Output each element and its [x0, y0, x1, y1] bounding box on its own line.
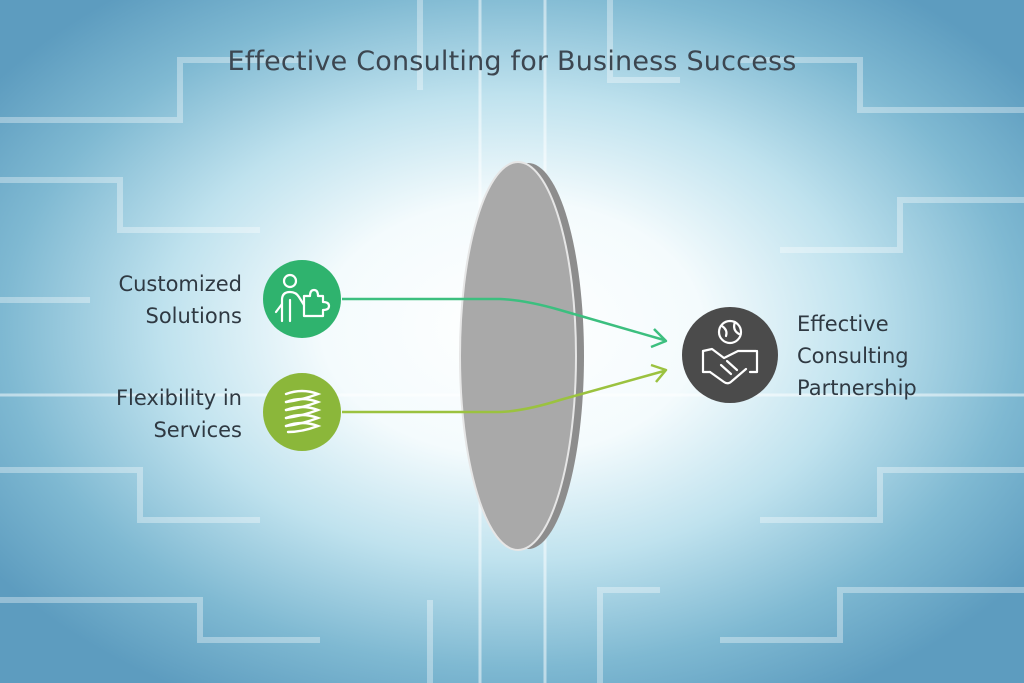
node-flexibility-in-services	[263, 373, 341, 451]
label-customized-solutions: Customized Solutions	[118, 268, 242, 332]
label-line: Consulting	[797, 344, 909, 368]
label-line: Customized	[118, 272, 242, 296]
spring-coil-icon	[284, 389, 322, 434]
diagram-title: Effective Consulting for Business Succes…	[227, 46, 797, 77]
label-flexibility-in-services: Flexibility in Services	[116, 382, 242, 446]
label-line: Services	[153, 418, 242, 442]
node-customized-solutions	[263, 260, 341, 338]
label-line: Partnership	[797, 376, 917, 400]
lens-shape	[459, 161, 584, 551]
label-line: Effective	[797, 312, 889, 336]
arrowhead-lower	[650, 363, 668, 383]
arrowhead-upper	[650, 328, 668, 349]
connector-customized-solutions	[342, 297, 665, 342]
label-effective-consulting-partnership: Effective Consulting Partnership	[797, 308, 917, 404]
label-line: Flexibility in	[115, 386, 242, 410]
node-effective-consulting-partnership	[682, 307, 778, 403]
handshake-icon	[701, 319, 759, 385]
label-line: Solutions	[145, 304, 243, 328]
connector-flexibility	[342, 369, 665, 414]
puzzle-person-icon	[274, 273, 331, 323]
